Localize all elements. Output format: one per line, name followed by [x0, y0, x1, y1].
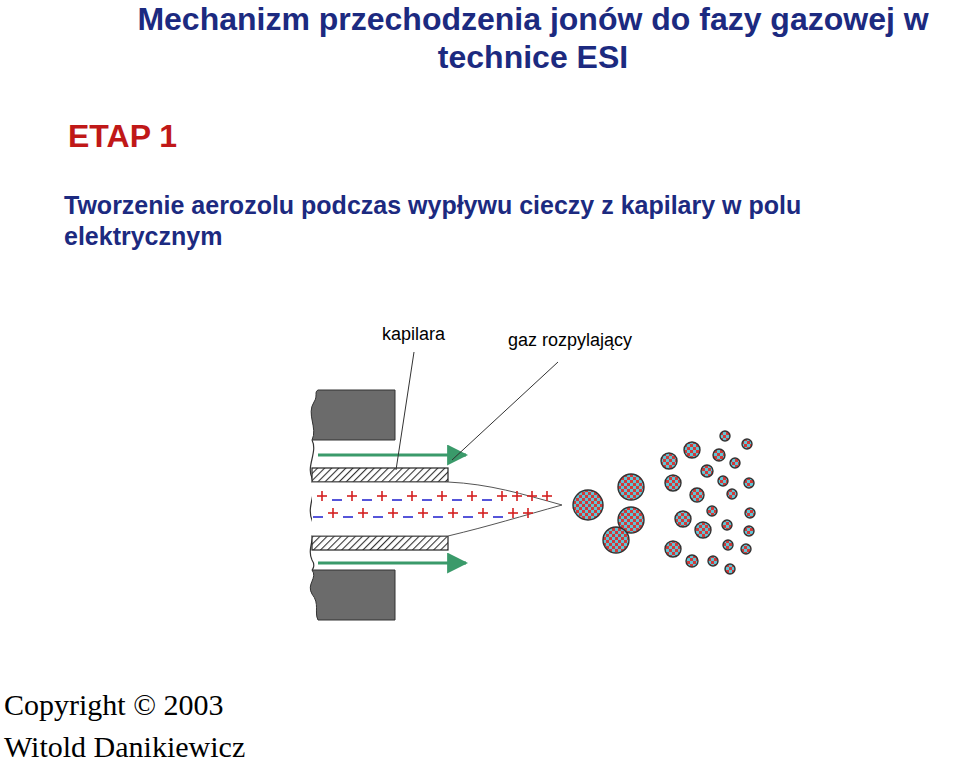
- charged-droplets: [573, 431, 755, 574]
- droplet: [720, 431, 730, 441]
- charge-symbol: [358, 508, 368, 518]
- droplet: [744, 478, 754, 488]
- droplet: [661, 453, 677, 469]
- charge-symbol: [373, 517, 383, 518]
- droplet: [603, 527, 629, 553]
- droplet: [723, 540, 733, 550]
- charge-symbol: [527, 491, 537, 501]
- charge-symbol: [512, 491, 522, 501]
- droplet: [573, 490, 603, 520]
- part-label: gaz rozpylający: [508, 330, 688, 351]
- author-note: Witold Danikiewicz: [4, 730, 404, 764]
- copyright-note: Copyright © 2003: [4, 688, 404, 723]
- charge-symbol: [362, 500, 372, 501]
- charge-symbol: [463, 517, 473, 518]
- capillary-wall-top: [312, 468, 448, 482]
- droplet: [744, 526, 754, 536]
- leader-line: [452, 362, 558, 460]
- nozzle-body-top: [311, 390, 395, 440]
- droplet: [684, 442, 700, 458]
- charge-symbol: [332, 500, 342, 501]
- stage-description: Tworzenie aerozolu podczas wypływu ciecz…: [64, 190, 957, 253]
- charge-symbol: [467, 491, 477, 501]
- charge-symbol: [392, 500, 402, 501]
- charge-symbol: [377, 491, 387, 501]
- charge-symbol: [508, 508, 518, 518]
- charge-symbol: [482, 500, 492, 501]
- charge-symbol: [317, 491, 327, 501]
- droplet: [745, 508, 755, 518]
- droplet: [730, 458, 740, 468]
- charge-symbol: [497, 491, 507, 501]
- charge-symbol: [542, 491, 552, 501]
- charge-symbol: [452, 500, 462, 501]
- stage-label: ETAP 1: [68, 118, 368, 155]
- droplet: [675, 511, 691, 527]
- charge-symbol: [478, 508, 488, 518]
- charge-symbols: [313, 491, 552, 518]
- droplet: [686, 555, 698, 567]
- droplet: [713, 449, 725, 461]
- slide-title: Mechanizm przechodzenia jonów do fazy ga…: [100, 0, 960, 77]
- charge-symbol: [437, 491, 447, 501]
- droplet: [718, 476, 728, 486]
- charge-symbol: [448, 508, 458, 518]
- gas-arrow: [318, 562, 466, 565]
- droplet: [741, 544, 751, 554]
- leader-line: [396, 352, 414, 470]
- droplet: [722, 520, 732, 530]
- charge-symbol: [347, 491, 357, 501]
- charge-symbol: [422, 500, 432, 501]
- droplet: [690, 488, 704, 502]
- part-label: kapilara: [382, 324, 502, 345]
- charge-symbol: [407, 491, 417, 501]
- droplet: [618, 474, 644, 500]
- droplet: [708, 556, 718, 566]
- charge-symbol: [403, 517, 413, 518]
- charge-symbol: [343, 517, 353, 518]
- charge-symbol: [433, 517, 443, 518]
- charge-symbol: [388, 508, 398, 518]
- droplet: [742, 439, 752, 449]
- gas-arrow: [318, 454, 466, 457]
- charge-symbol: [418, 508, 428, 518]
- droplet: [707, 506, 717, 516]
- droplet: [695, 522, 711, 538]
- charge-symbol: [328, 508, 338, 518]
- droplet: [665, 475, 681, 491]
- droplet: [701, 465, 713, 477]
- nozzle-body-bottom: [310, 570, 395, 620]
- liquid-cone: [312, 482, 562, 536]
- charge-symbol: [493, 517, 503, 518]
- droplet: [727, 489, 737, 499]
- charge-symbol: [313, 517, 323, 518]
- droplet: [725, 564, 735, 574]
- capillary-wall-bottom: [312, 536, 448, 550]
- droplet: [665, 541, 681, 557]
- charge-symbol: [523, 508, 533, 518]
